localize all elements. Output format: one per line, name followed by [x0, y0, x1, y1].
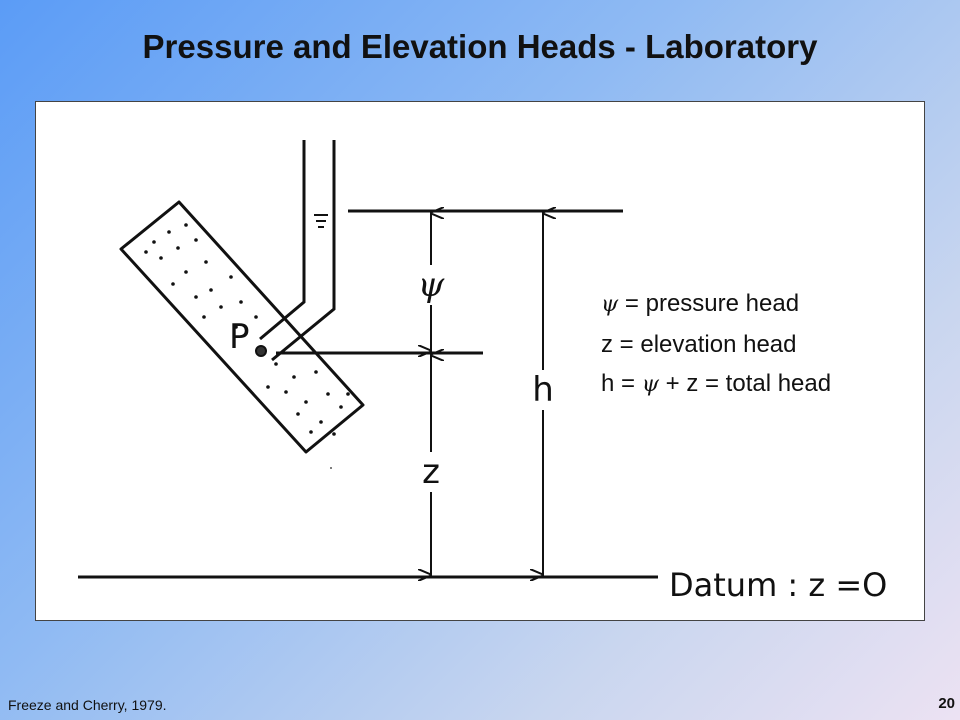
- citation: Freeze and Cherry, 1979.: [8, 697, 167, 713]
- point-p-label: P: [229, 317, 250, 357]
- psi-label: ψ: [418, 265, 445, 305]
- piezometer-diagram: P ψ z h Datum : z =O: [78, 140, 887, 604]
- slide-title: Pressure and Elevation Heads - Laborator…: [142, 28, 818, 65]
- legend-psi-symbol: ψ: [601, 292, 619, 317]
- page-number: 20: [938, 695, 955, 712]
- soil-grains: [144, 223, 350, 436]
- piezometer-tube: [259, 140, 336, 362]
- legend-elevation-head: z = elevation head: [601, 331, 797, 358]
- diagram-panel: P ψ z h Datum : z =O ψ = pressure head z…: [35, 101, 925, 621]
- z-label: z: [422, 452, 440, 492]
- point-p-marker: [255, 345, 267, 357]
- legend-psi-symbol-2: ψ: [641, 372, 659, 397]
- h-label: h: [532, 370, 554, 410]
- legend-total-head: h = ψ + z = total head: [601, 370, 832, 397]
- legend-pressure-head: ψ = pressure head: [601, 290, 800, 317]
- datum-label: Datum : z =O: [669, 566, 887, 604]
